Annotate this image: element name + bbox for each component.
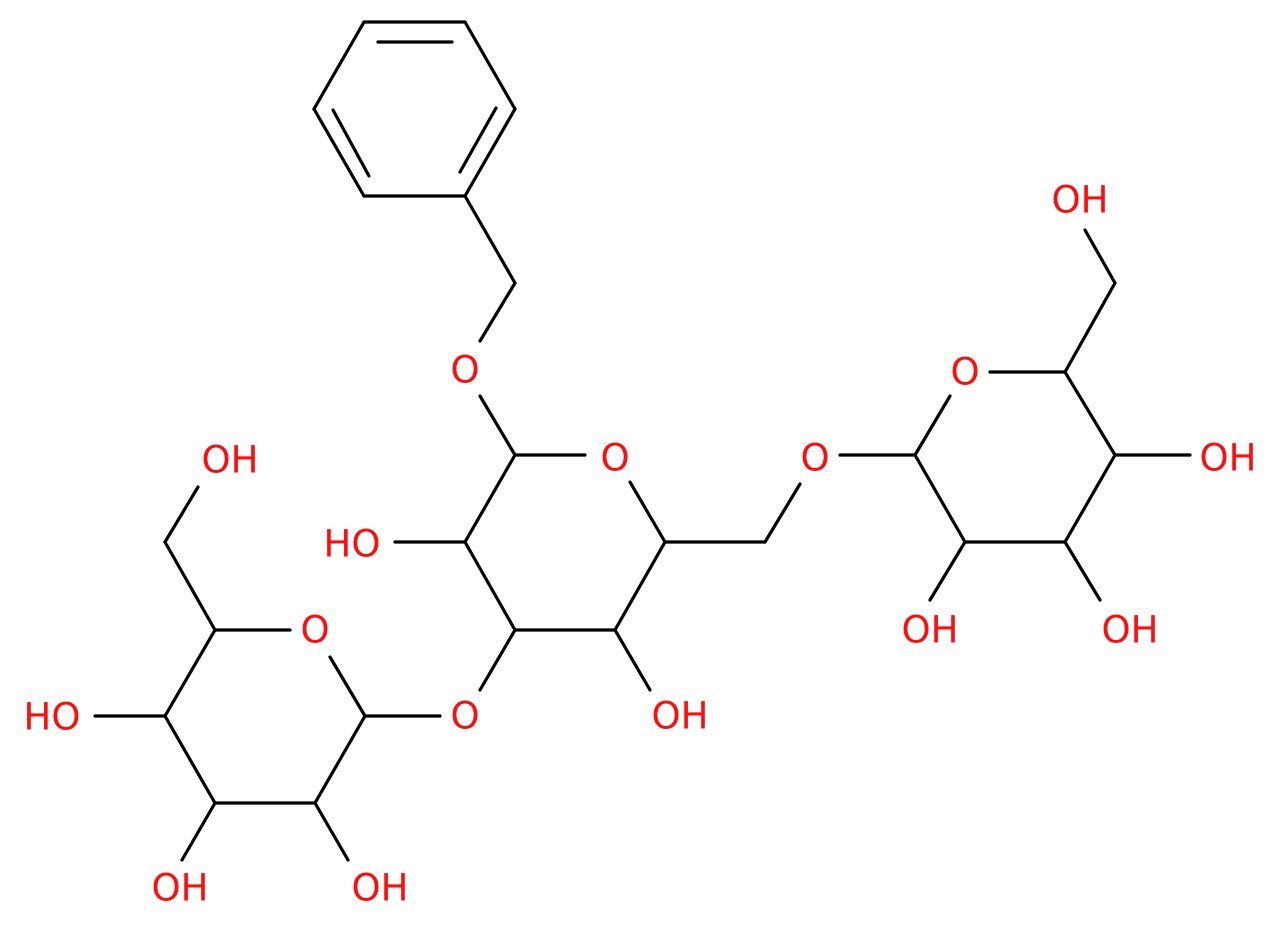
oh-right-c2-label: OH <box>902 609 959 652</box>
o-glycosidic-right-label: O <box>800 437 829 480</box>
oh-left-ch2-label: OH <box>202 439 259 482</box>
benzyl-linker <box>463 194 517 457</box>
ho-central-left-label: HO <box>324 523 381 566</box>
right-ring <box>838 228 1192 602</box>
left-ring <box>93 485 442 862</box>
central-ring <box>393 453 802 692</box>
ho-left-c4-label: HO <box>24 696 81 739</box>
oh-central-bottom-label: OH <box>652 695 709 738</box>
oh-left-c2-label: OH <box>352 867 409 910</box>
oh-left-c3-label: OH <box>152 867 209 910</box>
oh-right-ch2-label: OH <box>1052 179 1109 222</box>
atom-labels: O O HO OH O O O OH HO OH OH O OH OH OH O… <box>24 179 1257 910</box>
o-central-ring-label: O <box>600 437 629 480</box>
o-right-ring-label: O <box>950 351 979 394</box>
benzene-ring <box>312 20 517 198</box>
oh-right-c4-label: OH <box>1200 437 1257 480</box>
o-glycosidic-left-label: O <box>450 695 479 738</box>
oh-right-c3-label: OH <box>1102 609 1159 652</box>
o-benzyl-label: O <box>450 349 479 392</box>
o-left-ring-label: O <box>300 609 329 652</box>
